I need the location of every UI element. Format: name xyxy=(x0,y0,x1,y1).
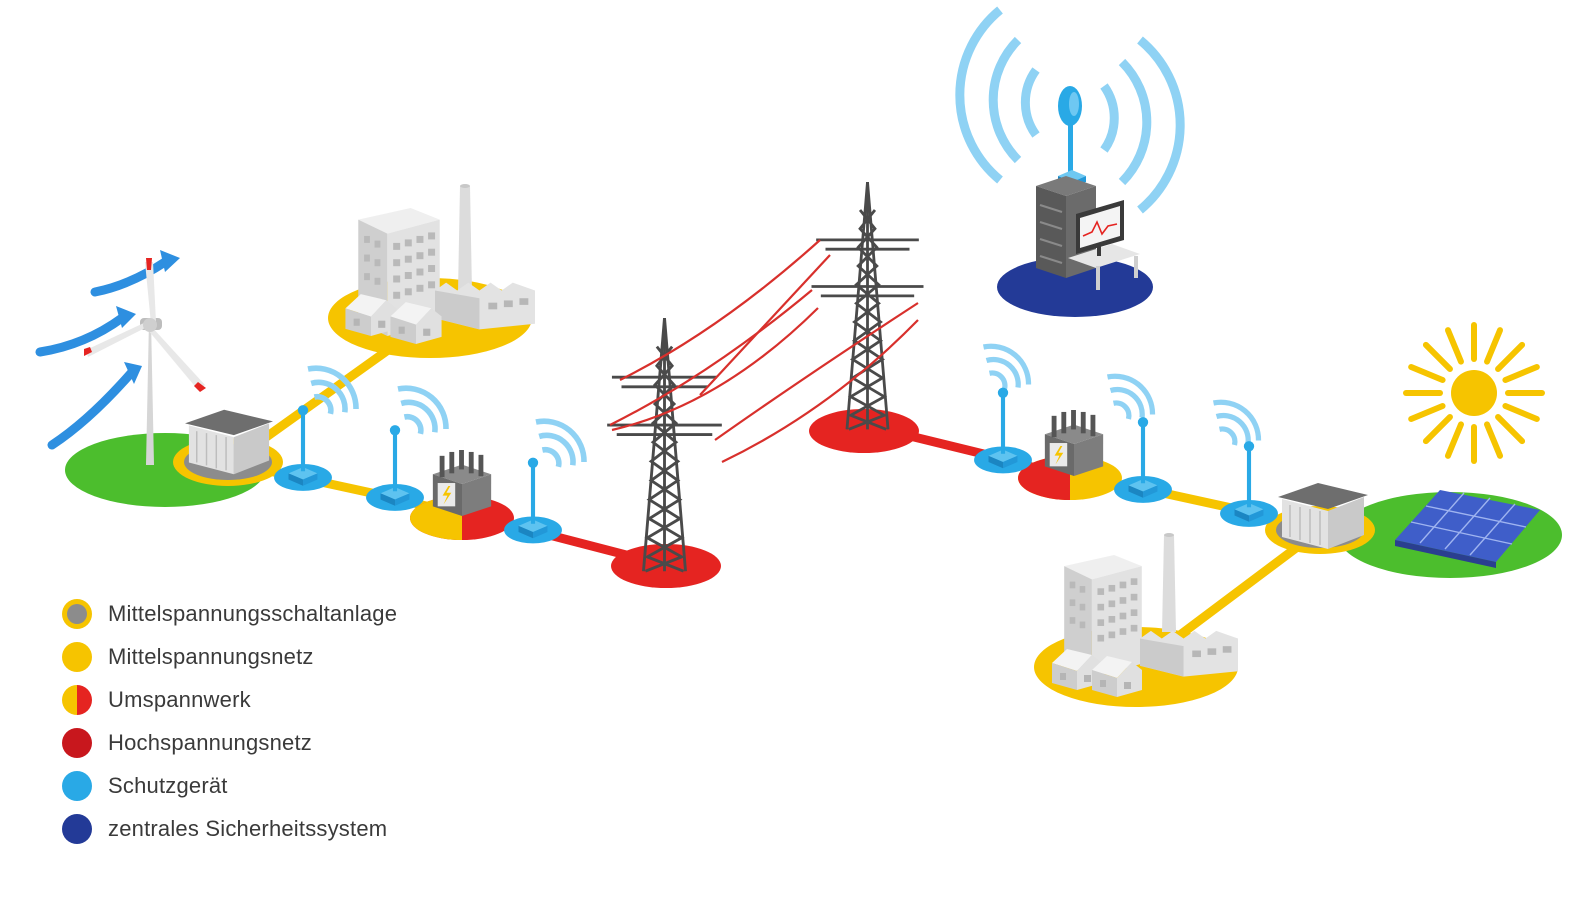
transformer-icon xyxy=(1044,410,1104,477)
sun-ray xyxy=(1495,414,1526,445)
legend-label: Schutzgerät xyxy=(108,772,228,798)
sun-ray xyxy=(1484,421,1504,459)
legend-label: Mittelspannungsnetz xyxy=(108,643,314,669)
sun-icon xyxy=(1403,322,1545,464)
sun-ray xyxy=(1444,327,1464,365)
legend-label: zentrales Sicherheitssystem xyxy=(108,815,388,841)
sun-ray xyxy=(1444,421,1464,459)
wind-turbine-icon xyxy=(84,258,206,465)
power-cables xyxy=(609,239,919,463)
central-security-system xyxy=(955,6,1185,290)
high-voltage-lines xyxy=(455,420,1065,570)
factory-icon xyxy=(345,184,535,344)
solar-panel-icon xyxy=(1395,490,1540,568)
antenna-icon xyxy=(1058,86,1086,188)
sun-ray xyxy=(1408,363,1446,383)
ring-grey-yellow-icon xyxy=(62,598,92,629)
legend-item-high-voltage: Hochspannungsnetz xyxy=(62,721,397,764)
legend-item-central: zentrales Sicherheitssystem xyxy=(62,807,397,850)
legend-item-substation: Umspannwerk xyxy=(62,678,397,721)
dot-yellow-icon xyxy=(62,641,92,672)
monitor-icon xyxy=(1076,200,1124,256)
legend: Mittelspannungsschaltanlage Mittelspannu… xyxy=(62,592,397,850)
transformer-icon xyxy=(432,450,492,517)
sun-ray xyxy=(1422,341,1453,372)
legend-item-protection: Schutzgerät xyxy=(62,764,397,807)
dot-lightblue-icon xyxy=(62,770,92,801)
dot-darkblue-icon xyxy=(62,813,92,844)
factory-icon xyxy=(1052,533,1238,697)
power-pylon-icon xyxy=(605,182,926,573)
sun-ray xyxy=(1408,403,1446,423)
desk xyxy=(1068,244,1140,268)
sun-ray xyxy=(1502,363,1540,383)
sun-ray xyxy=(1495,341,1526,372)
sun-ray xyxy=(1484,327,1504,365)
legend-item-medium-voltage: Mittelspannungsnetz xyxy=(62,635,397,678)
sun-ray xyxy=(1422,414,1453,445)
signal-waves xyxy=(955,6,1185,214)
legend-item-switchgear: Mittelspannungsschaltanlage xyxy=(62,592,397,635)
legend-label: Hochspannungsnetz xyxy=(108,729,312,755)
wind-arrows xyxy=(35,250,180,450)
sun-ray xyxy=(1502,403,1540,423)
dot-red-icon xyxy=(62,727,92,758)
half-yellow-red-icon xyxy=(62,684,92,715)
legend-label: Umspannwerk xyxy=(108,686,251,712)
legend-label: Mittelspannungsschaltanlage xyxy=(108,600,398,626)
